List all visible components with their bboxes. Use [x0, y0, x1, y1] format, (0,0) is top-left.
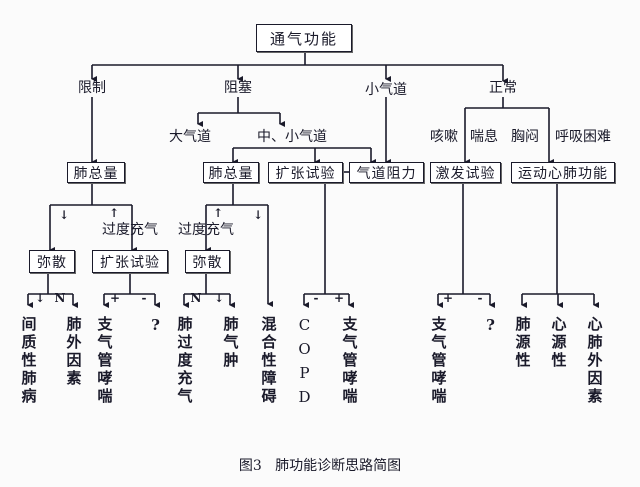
symptom-wheeze: 喘息	[470, 129, 498, 145]
outcome-cardiac: 心源性	[549, 316, 568, 370]
marker: +	[333, 291, 345, 305]
marker: +	[442, 291, 454, 305]
marker-decrease: ↓	[252, 208, 264, 222]
symptom-cough: 咳嗽	[430, 129, 458, 145]
airway-resistance-box: 气道阻力	[349, 162, 424, 183]
outcome-pulmonary: 肺源性	[513, 316, 532, 370]
diffusion-box-mid: 弥散	[185, 250, 230, 273]
figure-caption: 图3 肺功能诊断思路简图	[238, 458, 402, 474]
branch-obstructive: 阻塞	[224, 80, 252, 96]
symptom-dyspnea: 呼吸困难	[555, 129, 611, 145]
marker: -	[313, 291, 319, 305]
marker: ↓	[213, 291, 225, 305]
marker: -	[477, 291, 483, 305]
branch-restrictive: 限制	[78, 80, 106, 96]
branch-normal: 正常	[489, 80, 517, 96]
outcome-interstitial: 间质性肺病	[19, 316, 38, 406]
large-airway-label: 大气道	[169, 129, 211, 145]
provocation-test-box: 激发试验	[430, 162, 501, 183]
marker-increase: ↑	[108, 206, 120, 220]
outcome-extrapulmonary: 肺外因素	[64, 316, 83, 388]
cpet-box: 运动心肺功能	[511, 162, 615, 183]
marker-decrease: ↓	[58, 208, 70, 222]
tlc-box-mid: 肺总量	[203, 162, 259, 183]
outcome-hyperinflation: 肺过度充气	[175, 316, 194, 406]
tlc-box-left: 肺总量	[67, 162, 125, 183]
outcome-emphysema: 肺气肿	[221, 316, 240, 370]
bronchodilation-box-mid: 扩张试验	[268, 162, 343, 183]
branch-small-airway: 小气道	[365, 82, 407, 98]
mid-small-airway-label: 中、小气道	[257, 129, 327, 145]
outcome-mixed: 混合性障碍	[259, 316, 278, 406]
marker: -	[141, 291, 147, 305]
outcome-unknown: ?	[146, 316, 165, 337]
outcome-copd: COPD	[295, 316, 314, 412]
marker: N	[54, 291, 66, 305]
outcome-asthma: 支气管哮喘	[95, 316, 114, 406]
marker-increase: ↑	[212, 206, 224, 220]
marker: N	[190, 291, 202, 305]
outcome-asthma: 支气管哮喘	[429, 316, 448, 406]
outcome-unknown: ?	[481, 316, 500, 337]
outcome-extra-cardiopulmonary: 心肺外因素	[585, 316, 604, 406]
diffusion-box-left: 弥散	[29, 250, 75, 273]
root-box: 通气功能	[256, 24, 352, 52]
marker: +	[109, 291, 121, 305]
marker: ↓	[34, 291, 46, 305]
bronchodilation-box-left: 扩张试验	[92, 250, 168, 273]
symptom-chest-tightness: 胸闷	[511, 129, 539, 145]
hyperinflation-label-left: 过度充气	[102, 222, 158, 238]
hyperinflation-label-mid: 过度充气	[178, 222, 234, 238]
outcome-asthma: 支气管哮喘	[340, 316, 359, 406]
